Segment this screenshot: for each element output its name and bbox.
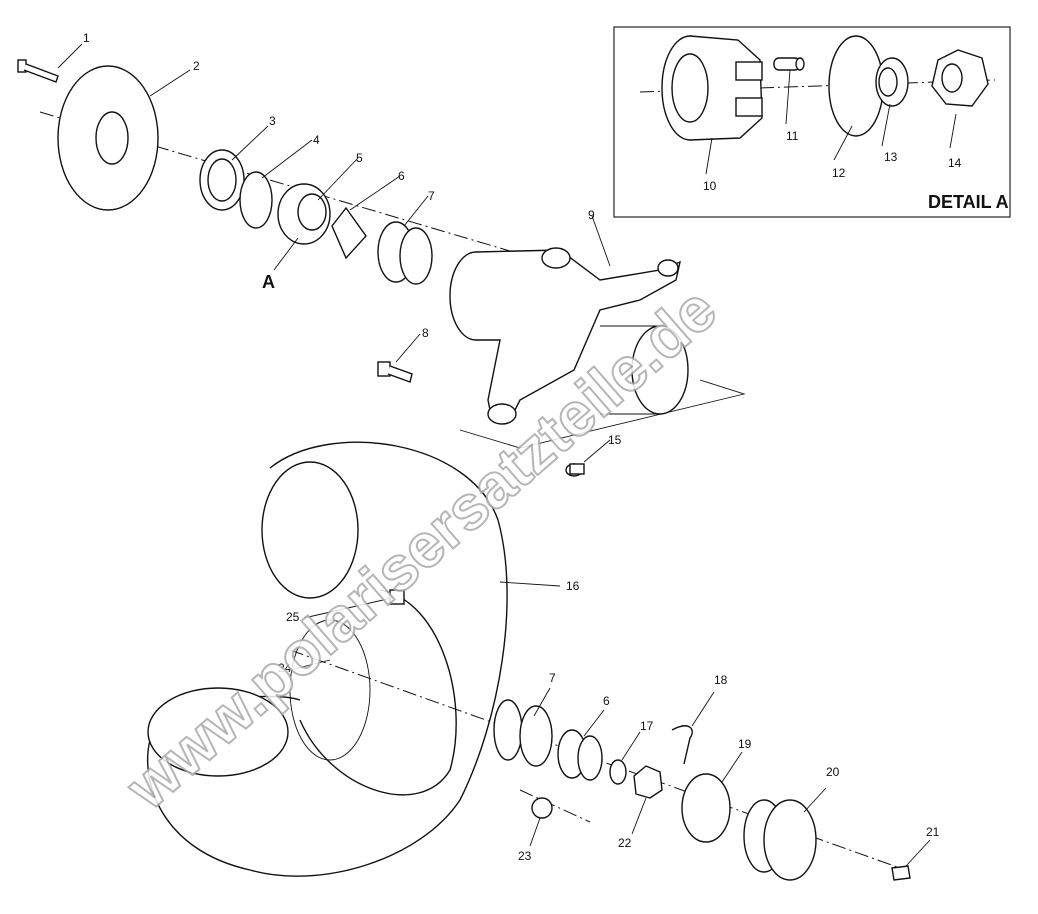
callout-12: 12 <box>832 166 846 180</box>
callout-6: 6 <box>398 169 405 183</box>
callout-17: 17 <box>640 719 654 733</box>
part-5-hub <box>277 183 331 245</box>
part-2-brake-disc <box>57 65 159 211</box>
knuckle-bracket-line <box>459 379 746 449</box>
part-7-race-lower <box>493 699 553 767</box>
callout-7: 7 <box>428 189 435 203</box>
part-21-screw <box>891 865 911 881</box>
callout-detail-ref: A <box>262 272 275 292</box>
callout-16: 16 <box>566 579 580 593</box>
detail-a-panel: DETAIL A <box>613 26 1011 218</box>
part-20-hub-cap <box>743 799 817 881</box>
stud-axis <box>519 789 591 823</box>
part-3-seal <box>199 149 245 211</box>
part-24-rim <box>289 589 457 796</box>
detail-a-title: DETAIL A <box>928 192 1009 212</box>
callout-24: 24 <box>278 661 292 675</box>
part-6-bearing-lower <box>557 729 603 781</box>
callout-25: 25 <box>286 610 300 624</box>
leader-lines <box>57 43 957 867</box>
callout-10: 10 <box>703 179 717 193</box>
callout-19: 19 <box>738 737 752 751</box>
callout-11: 11 <box>786 129 799 143</box>
callout-21: 21 <box>926 825 940 839</box>
part-15-fitting <box>565 463 585 477</box>
part-13-washer <box>875 57 909 107</box>
callout-5: 5 <box>356 151 363 165</box>
callout-14: 14 <box>948 156 962 170</box>
part-25-valve <box>389 589 405 605</box>
callout-6-lower: 6 <box>603 694 610 708</box>
callout-22: 22 <box>618 836 632 850</box>
part-7-race <box>377 221 433 285</box>
part-11-pin <box>773 57 805 71</box>
callout-15: 15 <box>608 433 622 447</box>
callout-20: 20 <box>826 765 840 779</box>
callout-7-lower: 7 <box>549 671 556 685</box>
callout-9: 9 <box>588 208 595 222</box>
part-14-nut <box>931 49 989 107</box>
part-4-retaining-ring <box>239 171 273 229</box>
part-23-lug-nut <box>531 797 553 819</box>
part-9-steering-knuckle <box>449 247 689 425</box>
part-8-bolt <box>377 361 413 383</box>
callout-13: 13 <box>884 150 898 164</box>
callout-18: 18 <box>714 673 728 687</box>
callout-2: 2 <box>193 59 200 73</box>
callout-23: 23 <box>518 849 532 863</box>
callout-labels: 1 2 3 4 5 6 7 8 9 10 11 12 13 14 15 16 1… <box>83 31 962 863</box>
part-22-nut <box>633 765 663 799</box>
detail-a-frame <box>613 26 1011 218</box>
part-17-washer <box>609 759 627 785</box>
callout-4: 4 <box>313 133 320 147</box>
part-18-cotter-pin <box>671 725 693 765</box>
part-12-ring <box>828 35 884 137</box>
part-1-bolt <box>17 59 59 83</box>
part-6-bearing <box>331 206 367 260</box>
part-10-hub <box>661 35 763 141</box>
callout-8: 8 <box>422 326 429 340</box>
part-19-o-ring <box>681 773 731 843</box>
callout-1: 1 <box>83 31 90 45</box>
callout-3: 3 <box>269 114 276 128</box>
